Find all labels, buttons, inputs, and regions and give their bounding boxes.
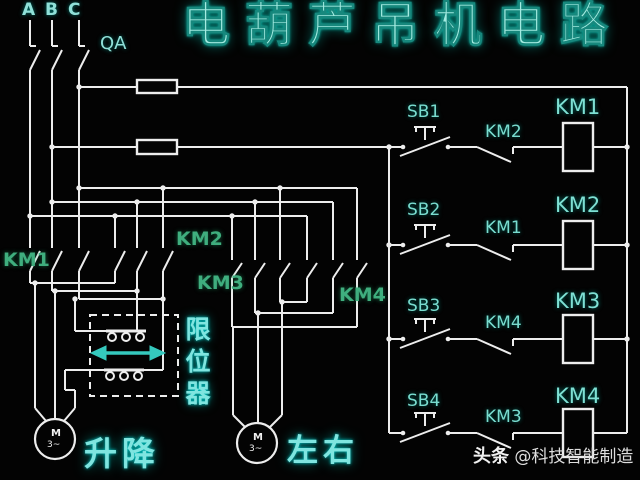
travel-motor-caption: 左右 (287, 433, 359, 469)
km3-coil-label: KM3 (555, 289, 601, 313)
row1-interlock-label: KM2 (485, 122, 522, 142)
km3-coil (561, 313, 595, 365)
km3-km4-contacts (231, 262, 368, 327)
km1-contacts-label: KM1 (3, 249, 50, 271)
sb1-label: SB1 (407, 102, 441, 122)
km2-coil-label: KM2 (555, 193, 601, 217)
km4-interlock-contact (476, 338, 514, 355)
phase-buses (30, 187, 358, 260)
hoist-motor-letter: M (51, 428, 61, 439)
km2-coil (561, 219, 595, 271)
km4-coil (561, 407, 595, 459)
fuse-1 (135, 78, 179, 95)
limit-direction-arrow (89, 345, 167, 361)
phase-b-label: B (45, 0, 58, 20)
sb4-label: SB4 (407, 391, 441, 411)
travel-motor-phases: 3~ (249, 444, 263, 454)
junction-dots (27, 84, 630, 436)
limit-device-label: 限位器 (182, 316, 211, 412)
phase-lines (29, 20, 90, 248)
travel-motor-leads (232, 414, 283, 428)
watermark: 头条 @科技智能制造 (473, 448, 633, 466)
sb3-label: SB3 (407, 296, 441, 316)
limit-contact-rollers (105, 332, 145, 381)
hoist-motor-caption: 升降 (84, 434, 160, 473)
sb1-button (399, 126, 451, 157)
sb2-button (399, 224, 451, 255)
page-title: 电葫芦吊机电路 (181, 0, 624, 53)
row3-interlock-label: KM4 (485, 313, 522, 333)
limit-contact-bars (104, 329, 146, 372)
sb2-label: SB2 (407, 200, 441, 220)
fuse-2 (135, 138, 179, 156)
km4-contacts-label: KM4 (339, 284, 386, 306)
row4-interlock-label: KM3 (485, 407, 522, 427)
km3-interlock-contact (476, 432, 514, 449)
sb3-button (399, 318, 451, 349)
row2-interlock-label: KM1 (485, 218, 522, 238)
hoist-motor-symbol (33, 417, 77, 461)
km1-coil (561, 121, 595, 173)
travel-motor-symbol (235, 421, 279, 465)
km4-coil-label: KM4 (555, 384, 601, 408)
phase-a-label: A (22, 0, 36, 20)
sb4-button (399, 412, 451, 443)
phase-c-label: C (68, 0, 81, 20)
qa-switch-label: QA (100, 33, 127, 54)
km3-contacts-label: KM3 (197, 272, 244, 294)
hoist-motor-leads (34, 407, 76, 422)
travel-motor-letter: M (253, 432, 263, 443)
control-left-rail (388, 147, 403, 434)
watermark-source: 头条 (473, 446, 509, 467)
km2-contacts-label: KM2 (176, 228, 223, 250)
km1-interlock-contact (476, 244, 514, 261)
km1-coil-label: KM1 (555, 95, 601, 119)
hoist-motor-phases: 3~ (47, 440, 61, 450)
km1-km2-contacts (29, 250, 174, 371)
hoist-crossover-wires (30, 282, 163, 408)
travel-crossover-wires (232, 301, 357, 415)
watermark-handle: @科技智能制造 (509, 447, 634, 467)
km2-interlock-contact (476, 146, 514, 163)
